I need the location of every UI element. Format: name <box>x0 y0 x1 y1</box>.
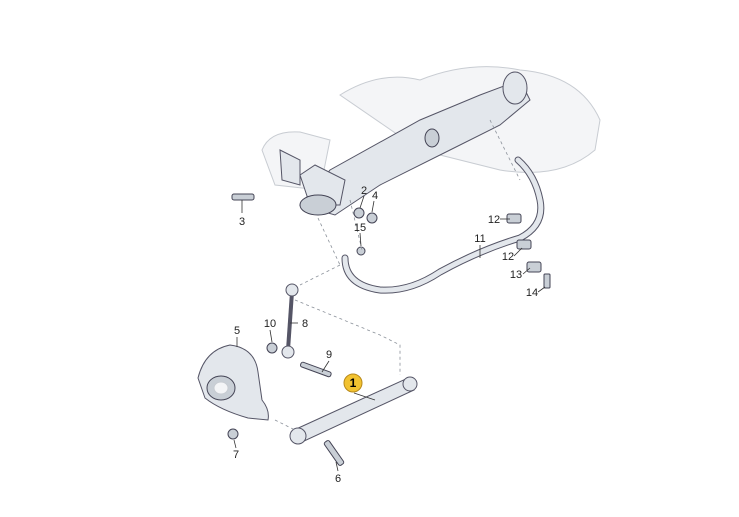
callout-5[interactable]: 5 <box>234 325 240 337</box>
rear-subframe <box>279 71 531 216</box>
fasteners <box>227 193 378 466</box>
callout-8[interactable]: 8 <box>302 318 308 330</box>
callout-9[interactable]: 9 <box>326 349 332 361</box>
callout-12-lower[interactable]: 12 <box>502 251 514 263</box>
wheel-bearing-housing <box>197 344 269 421</box>
callout-1-badge[interactable]: 1 <box>343 373 363 393</box>
leader-lines <box>233 195 546 472</box>
callout-14[interactable]: 14 <box>526 287 538 299</box>
callout-11[interactable]: 11 <box>474 233 485 245</box>
assembly-lines <box>274 119 521 431</box>
callout-10[interactable]: 10 <box>264 318 276 330</box>
callout-3[interactable]: 3 <box>239 216 245 228</box>
anti-roll-bar <box>341 156 551 294</box>
callout-2[interactable]: 2 <box>361 185 367 197</box>
callout-labels: 2 3 4 5 6 7 8 9 10 11 12 12 13 14 15 <box>233 185 538 485</box>
transverse-link <box>289 376 418 445</box>
callout-6[interactable]: 6 <box>335 473 341 485</box>
callout-7[interactable]: 7 <box>233 449 239 461</box>
callout-12-upper[interactable]: 12 <box>488 214 500 226</box>
callout-1-label: 1 <box>350 376 357 390</box>
callout-15[interactable]: 15 <box>354 222 366 234</box>
coupling-link <box>281 283 299 359</box>
callout-4[interactable]: 4 <box>372 190 378 202</box>
callout-13[interactable]: 13 <box>510 269 522 281</box>
